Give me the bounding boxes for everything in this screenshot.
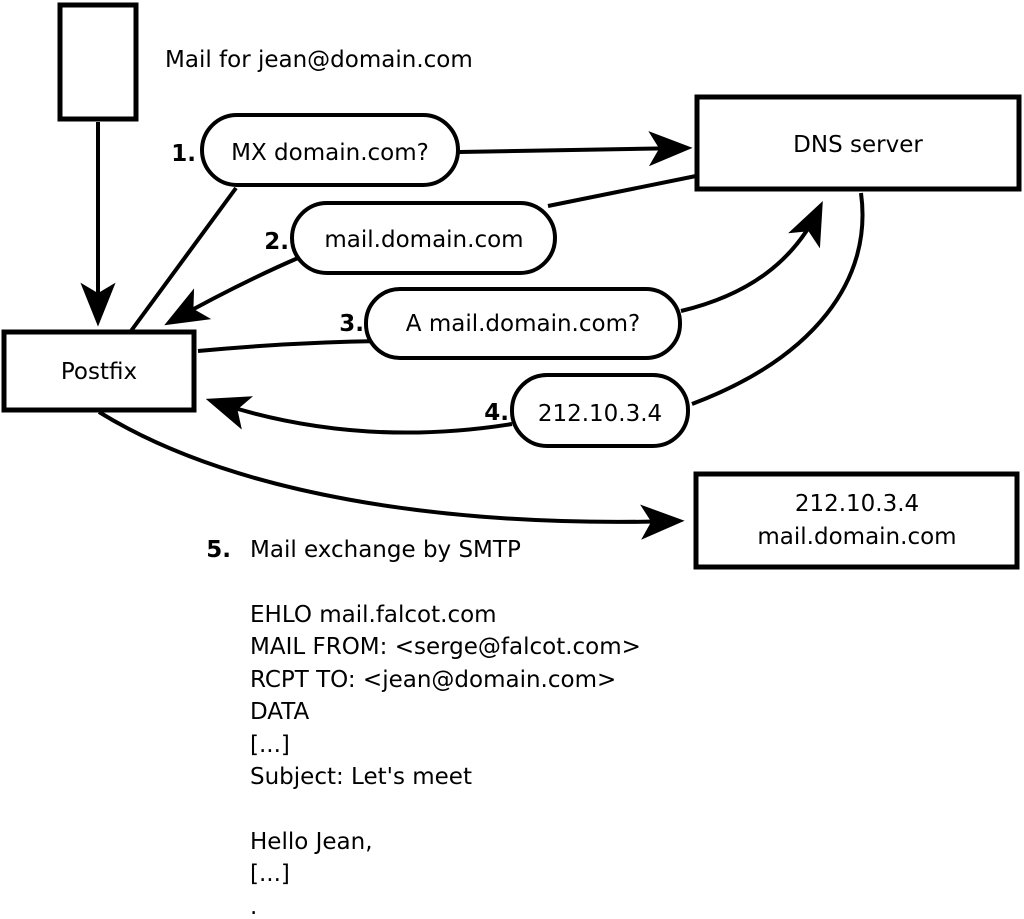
step-4-pill [510, 373, 690, 448]
step-2-pill [290, 201, 557, 275]
line-postfix-to-step1 [129, 186, 238, 333]
step-1-pill [200, 113, 460, 187]
step-2-number: 2. [264, 229, 289, 255]
step-3-pill [364, 287, 682, 360]
step-4-number: 4. [484, 400, 509, 426]
step-2-label: mail.domain.com [324, 227, 523, 253]
smtp-line-8: Hello Jean, [250, 829, 373, 855]
dns-server-label: DNS server [793, 132, 923, 158]
step-1-label: MX domain.com? [231, 140, 429, 166]
postfix-node [1, 329, 197, 413]
arrow-step3-to-dns [680, 201, 823, 313]
arrow-step1-to-dns [458, 131, 693, 167]
smtp-line-10: . [250, 894, 257, 919]
mail-server-node [693, 471, 1020, 570]
smtp-line-2: MAIL FROM: <serge@falcot.com> [250, 634, 641, 660]
curve-dns-to-step4 [691, 192, 865, 406]
dns-server-node [694, 94, 1022, 192]
step-3-label: A mail.domain.com? [406, 311, 640, 337]
mail-server-hostname: mail.domain.com [757, 524, 956, 550]
step-1-number: 1. [171, 141, 196, 167]
step-5-number: 5. [206, 537, 231, 563]
line-postfix-to-step3 [197, 339, 385, 353]
mail-server-ip: 212.10.3.4 [795, 491, 919, 517]
smtp-session-text: EHLO mail.falcot.com MAIL FROM: <serge@f… [250, 602, 641, 919]
step-3-number: 3. [339, 311, 364, 337]
postfix-label: Postfix [61, 359, 137, 385]
smtp-line-4: DATA [250, 699, 310, 725]
arrow-step4-to-postfix [205, 396, 513, 435]
smtp-line-1: EHLO mail.falcot.com [250, 602, 497, 628]
smtp-line-9: [...] [250, 861, 290, 887]
arrow-step2-to-postfix [164, 256, 299, 326]
envelope-icon [57, 2, 139, 122]
smtp-line-6: Subject: Let's meet [250, 764, 472, 790]
step-5-label: Mail exchange by SMTP [250, 537, 521, 563]
incoming-mail-note: Mail for jean@domain.com [165, 47, 473, 73]
smtp-line-3: RCPT TO: <jean@domain.com> [250, 667, 616, 693]
step-4-label: 212.10.3.4 [538, 401, 662, 427]
arrow-postfix-to-mailserver [97, 410, 685, 540]
smtp-line-5: [...] [250, 732, 290, 758]
line-dns-to-step2 [547, 174, 697, 208]
